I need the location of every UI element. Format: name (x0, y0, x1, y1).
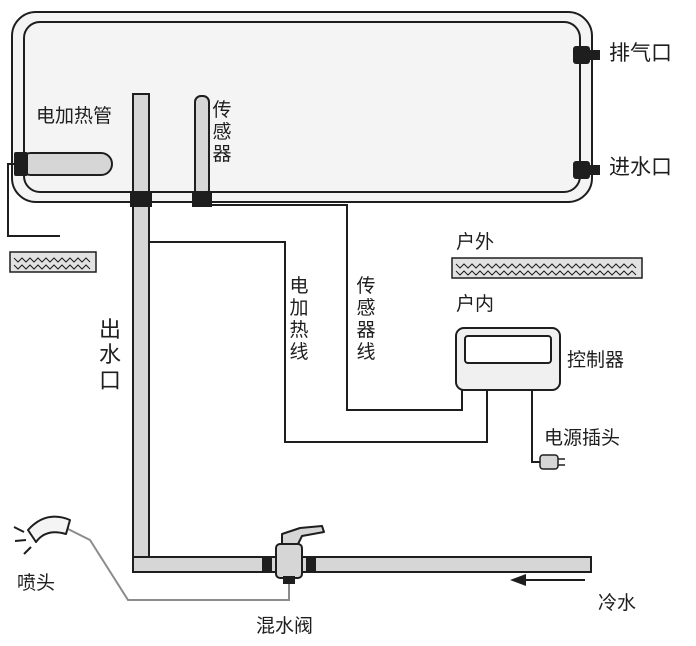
cold-water-label: 冷水 (598, 592, 637, 614)
sensor-wire-label: 传感器线 (356, 275, 376, 363)
heating-wire (149, 241, 488, 443)
power-plug-icon (539, 454, 565, 470)
heating-wire-label: 电加热线 (289, 275, 309, 363)
outdoor-label: 户外 (456, 231, 495, 253)
exhaust-port-label: 排气口 (609, 41, 672, 65)
water-tank (11, 11, 593, 203)
water-inlet-label: 进水口 (609, 155, 672, 179)
wall-strip-outdoor (451, 257, 643, 279)
mixing-valve-label: 混水阀 (256, 615, 314, 637)
shower-head-label: 喷头 (17, 572, 56, 594)
sensor-label: 传感器 (212, 99, 232, 165)
water-inlet-fitting (573, 161, 600, 179)
electric-heating-tube-label: 电加热管 (36, 105, 113, 127)
cold-water-arrow (510, 574, 585, 586)
bottom-pipe (132, 556, 592, 573)
water-outlet-label: 出水口 (98, 318, 121, 394)
heating-tube-wire (7, 163, 60, 237)
electric-heating-tube (14, 152, 113, 176)
sensor-wire (210, 204, 463, 411)
exhaust-port-fitting (573, 46, 600, 64)
sensor-probe (192, 95, 212, 207)
wall-strip-left (9, 251, 97, 273)
outlet-pipe (130, 93, 152, 565)
power-plug-label: 电源插头 (544, 427, 621, 449)
power-cable (531, 390, 540, 463)
indoor-label: 户内 (456, 293, 495, 315)
shower-head-icon (13, 515, 71, 555)
controller-box (455, 327, 561, 391)
mixing-valve (262, 525, 325, 584)
shower-hose (61, 525, 290, 601)
controller-label: 控制器 (567, 349, 625, 371)
